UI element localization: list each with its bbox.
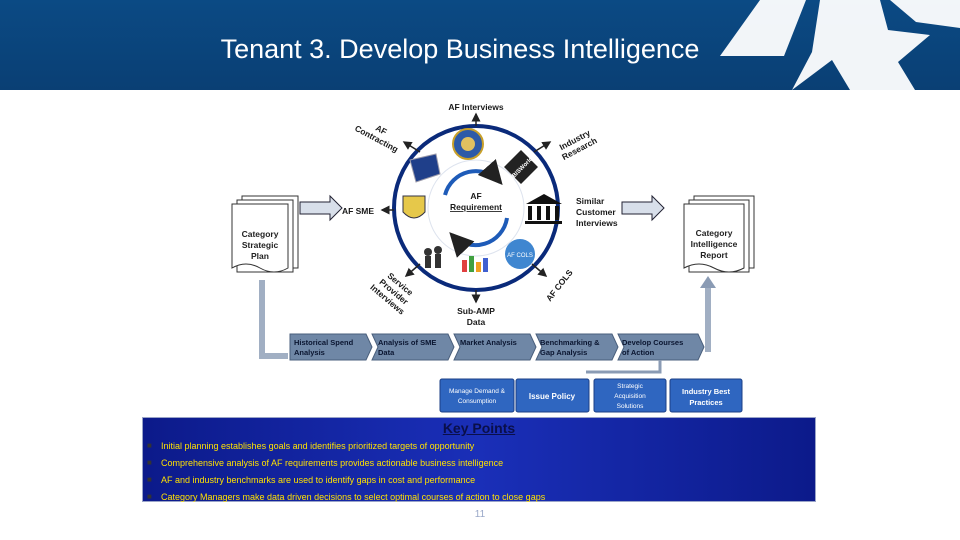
outcome-issue-policy: Issue Policy xyxy=(515,378,590,413)
right-doc-line-2: Intelligence xyxy=(691,239,738,249)
left-doc-line-3: Plan xyxy=(251,251,269,261)
key-points-panel: Key Points ■ Initial planning establishes… xyxy=(142,417,816,502)
chart-graphic-icon xyxy=(462,256,488,272)
left-doc-line-1: Category xyxy=(242,229,279,239)
right-doc-line-1: Category xyxy=(696,228,733,238)
step-benchmarking: Benchmarking & Gap Analysis xyxy=(535,333,619,361)
category-intelligence-report-doc: Category Intelligence Report xyxy=(683,195,755,273)
left-doc-line-2: Strategic xyxy=(242,240,279,250)
af-cols-logo-text: AF COLS xyxy=(507,253,533,259)
list-item: ■ AF and industry benchmarks are used to … xyxy=(147,475,545,492)
key-points-list: ■ Initial planning establishes goals and … xyxy=(147,441,545,509)
key-point-text: AF and industry benchmarks are used to i… xyxy=(161,475,476,485)
service-people-icon xyxy=(424,246,442,268)
outcome-1-line-2: Consumption xyxy=(458,398,497,405)
similar-line-2: Customer xyxy=(576,207,616,217)
list-item: ■ Category Managers make data driven deci… xyxy=(147,492,545,509)
key-points-title: Key Points xyxy=(442,420,516,436)
sub-amp-line-1: Sub-AMP xyxy=(457,306,495,316)
af-cols-logo: AF COLS xyxy=(505,239,535,269)
step-2-line-2: Data xyxy=(378,348,395,357)
outcome-strategic-acquisition: Strategic Acquisition Solutions xyxy=(593,378,667,413)
similar-line-1: Similar xyxy=(576,196,605,206)
bullet-icon: ■ xyxy=(147,475,152,484)
star-logo-icon xyxy=(720,0,960,90)
bank-building-icon xyxy=(525,194,562,224)
bullet-icon: ■ xyxy=(147,441,152,450)
business-intelligence-diagram: Category Strategic Plan Category Intelli… xyxy=(231,102,755,413)
step-sme-analysis: Analysis of SME Data xyxy=(371,333,455,361)
bullet-icon: ■ xyxy=(147,458,152,467)
sub-amp-line-2: Data xyxy=(467,317,486,327)
center-line-2: Requirement xyxy=(450,202,502,212)
step-2-line-1: Analysis of SME xyxy=(378,338,436,347)
outcome-2-line-1: Issue Policy xyxy=(529,392,576,401)
outcome-4-line-1: Industry Best xyxy=(682,387,730,396)
outcome-3-line-3: Solutions xyxy=(617,403,644,410)
similar-line-3: Interviews xyxy=(576,218,618,228)
command-shield-icon xyxy=(409,153,441,183)
step-historical-spend: Historical Spend Analysis xyxy=(289,333,373,361)
sme-badge-icon xyxy=(402,195,426,219)
slide-title: Tenant 3. Develop Business Intelligence xyxy=(220,34,700,64)
outcome-3-line-1: Strategic xyxy=(617,383,643,390)
step-4-line-2: Gap Analysis xyxy=(540,348,587,357)
af-sme-label: AF SME xyxy=(342,206,374,216)
header-bar: Tenant 3. Develop Business Intelligence xyxy=(0,0,960,90)
bullet-icon: ■ xyxy=(147,492,152,501)
step-3-line-1: Market Analysis xyxy=(460,338,517,347)
outcome-4-line-2: Practices xyxy=(689,398,722,407)
key-point-text: Category Managers make data driven decis… xyxy=(161,492,546,502)
outcome-3-line-2: Acquisition xyxy=(614,393,646,400)
list-item: ■ Comprehensive analysis of AF requiremen… xyxy=(147,458,545,475)
center-line-1: AF xyxy=(470,191,481,201)
step-5-line-2: of Action xyxy=(622,348,655,357)
af-contracting-line-1: AF xyxy=(374,123,389,137)
key-point-text: Comprehensive analysis of AF requirement… xyxy=(161,458,504,468)
right-doc-line-3: Report xyxy=(700,250,728,260)
outcome-manage-demand: Manage Demand & Consumption xyxy=(439,378,515,413)
list-item: ■ Initial planning establishes goals and … xyxy=(147,441,545,458)
page-number: 11 xyxy=(474,509,486,520)
category-strategic-plan-doc: Category Strategic Plan xyxy=(231,195,299,273)
step-1-line-2: Analysis xyxy=(294,348,325,357)
step-market-analysis: Market Analysis xyxy=(453,333,537,361)
step-4-line-1: Benchmarking & xyxy=(540,338,600,347)
key-point-text: Initial planning establishes goals and i… xyxy=(161,441,475,451)
outcome-industry-best-practices: Industry Best Practices xyxy=(669,378,743,413)
outcome-1-line-1: Manage Demand & xyxy=(449,388,506,395)
af-cols-label: AF COLS xyxy=(544,267,575,303)
step-1-line-1: Historical Spend xyxy=(294,338,354,347)
step-develop-courses: Develop Courses of Action xyxy=(617,333,705,361)
af-interviews-label: AF Interviews xyxy=(448,102,504,112)
step-5-line-1: Develop Courses xyxy=(622,338,683,347)
